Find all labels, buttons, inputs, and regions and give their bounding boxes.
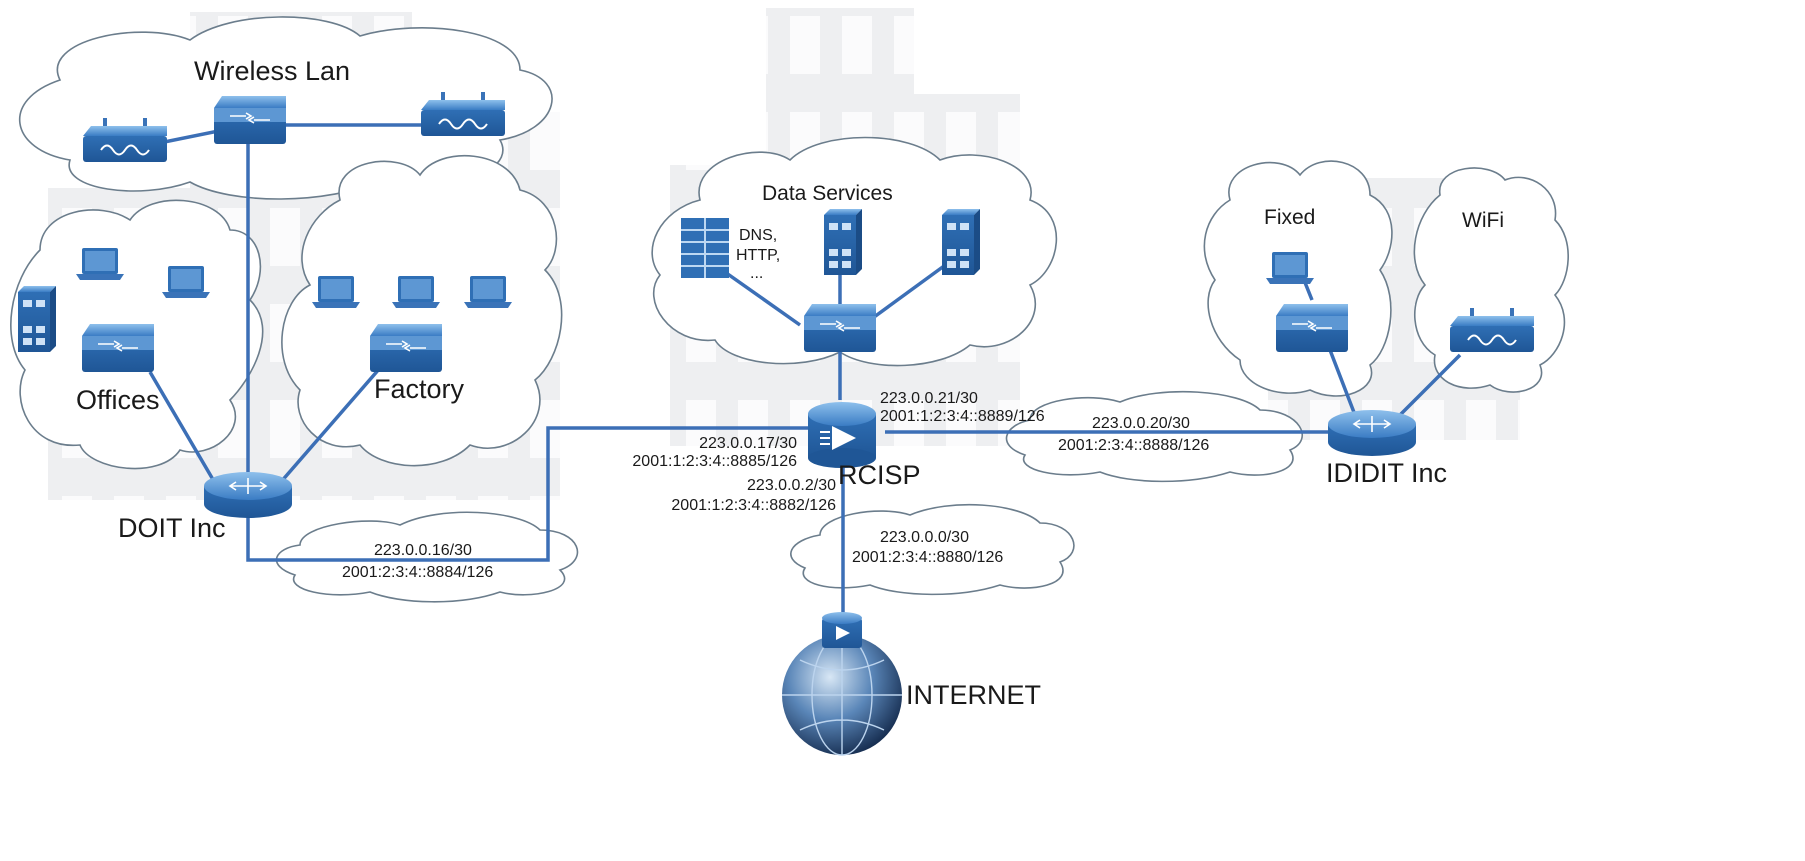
label-offices: Offices — [76, 385, 160, 415]
server-icon — [824, 209, 862, 275]
label-dns: DNS, — [739, 227, 777, 244]
labels: Wireless Lan Offices Factory DOIT Inc Da… — [76, 56, 1504, 710]
link-rcisp-w-ipv6: 2001:1:2:3:4::8885/126 — [632, 453, 797, 470]
cloud-link-ididit — [1005, 390, 1303, 483]
switch-icon — [1275, 303, 1349, 353]
link-rcisp-e-ipv4: 223.0.0.21/30 — [880, 390, 978, 407]
label-ellipsis: ... — [750, 265, 763, 282]
link-rcisp-w-ipv4: 223.0.0.17/30 — [699, 435, 797, 452]
label-fixed: Fixed — [1264, 206, 1315, 229]
laptop-icon — [464, 276, 512, 308]
cloud-link-doit — [275, 511, 579, 603]
switch-icon — [369, 323, 443, 373]
link-doit-ipv6: 2001:2:3:4::8884/126 — [342, 564, 493, 581]
link-doit-ipv4: 223.0.0.16/30 — [374, 542, 472, 559]
label-factory: Factory — [374, 374, 465, 404]
router-icon — [1327, 409, 1417, 457]
label-internet: INTERNET — [906, 680, 1041, 710]
label-rcisp: RCISP — [838, 460, 921, 490]
label-data-services: Data Services — [762, 182, 893, 205]
server-icon — [680, 217, 730, 279]
laptop-icon — [312, 276, 360, 308]
rcisp-router-icon — [808, 402, 876, 468]
server-icon — [18, 286, 56, 352]
cloud-link-internet — [790, 503, 1075, 596]
link-ididit-ipv4: 223.0.0.20/30 — [1092, 415, 1190, 432]
network-links — [124, 123, 1462, 620]
label-wifi: WiFi — [1462, 209, 1504, 232]
link-ididit-ipv6: 2001:2:3:4::8888/126 — [1058, 437, 1209, 454]
cloud-wifi — [1413, 167, 1569, 393]
router-icon — [203, 471, 293, 519]
link-rcisp-s-ipv4: 223.0.0.2/30 — [747, 477, 836, 494]
laptop-icon — [1266, 252, 1314, 284]
globe-icon — [782, 612, 902, 756]
cloud-factory — [281, 155, 563, 467]
laptop-icon — [162, 266, 210, 298]
label-http: HTTP, — [736, 247, 780, 264]
link-rcisp-s-ipv6: 2001:1:2:3:4::8882/126 — [671, 497, 836, 514]
laptop-icon — [76, 248, 124, 280]
devices — [18, 90, 1536, 756]
link-internet-ipv4: 223.0.0.0/30 — [880, 529, 969, 546]
laptop-icon — [392, 276, 440, 308]
switch-icon — [213, 95, 287, 145]
link-internet-ipv6: 2001:2:3:4::8880/126 — [852, 549, 1003, 566]
switch-icon — [81, 323, 155, 373]
switch-icon — [803, 303, 877, 353]
server-icon — [942, 209, 980, 275]
label-ididit: IDIDIT Inc — [1326, 458, 1447, 488]
label-wireless-lan: Wireless Lan — [194, 56, 350, 86]
label-doit: DOIT Inc — [118, 513, 226, 543]
link-rcisp-e-ipv6: 2001:1:2:3:4::8889/126 — [880, 408, 1045, 425]
